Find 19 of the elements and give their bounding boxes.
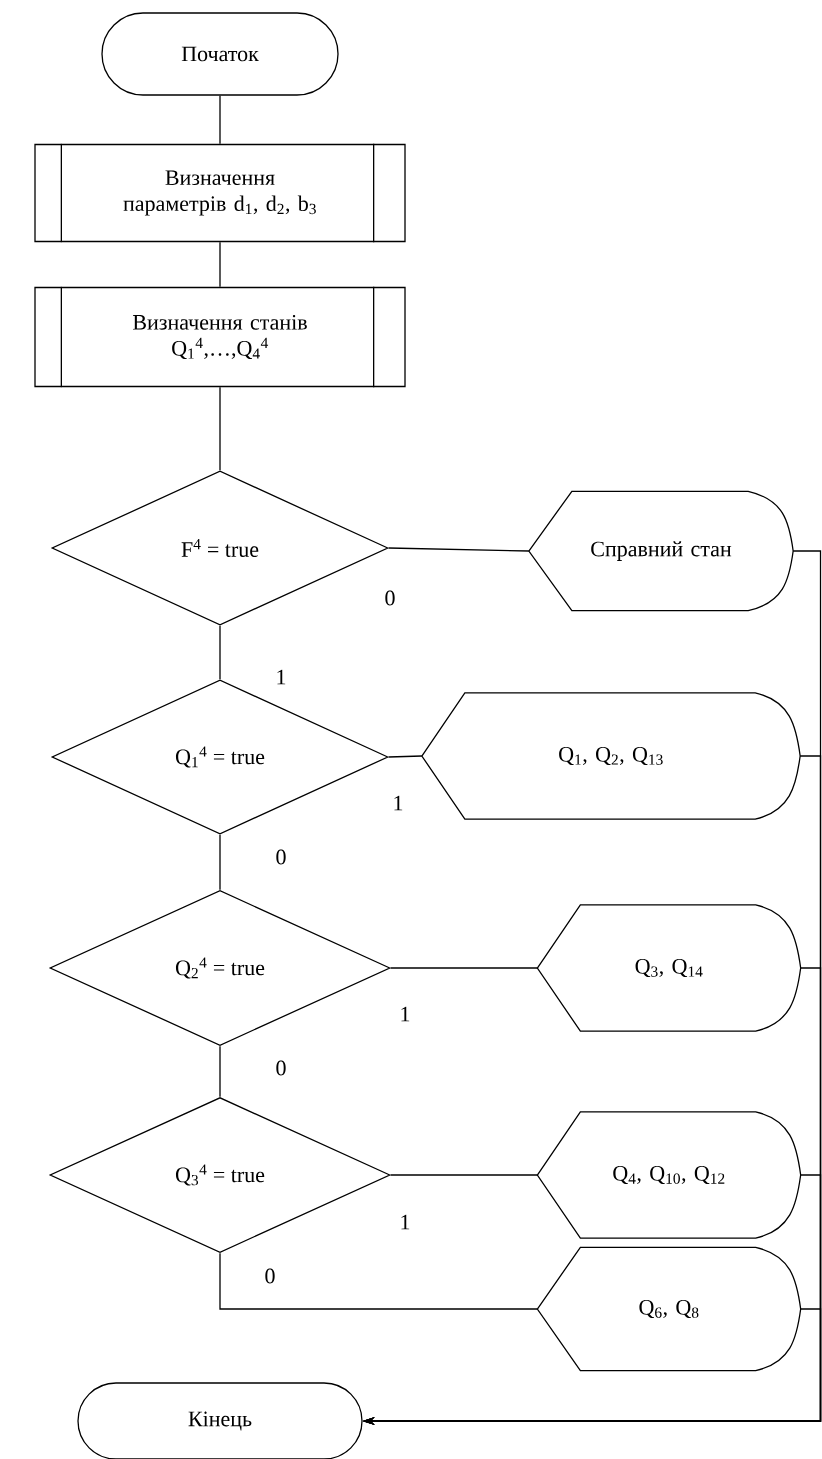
connector-line [219, 625, 221, 680]
edge-label: 0 [274, 1059, 288, 1077]
connector-line [390, 967, 538, 969]
edge-label: 0 [274, 848, 288, 866]
connector-line [388, 755, 423, 758]
edge-label: 0 [263, 1267, 277, 1285]
edge-label: 1 [391, 794, 405, 812]
predefined-process-box: Визначення станів Q$_{1}$$^{4}$,…,Q$_{4}$4 [34, 286, 406, 388]
edge-label: 1 [398, 1005, 412, 1023]
predefined-process-box: Визначення параметрів d$_{1}$, d$_{2}$, b$_{3}$ [34, 143, 406, 243]
connector-line [219, 834, 221, 891]
connector-line [219, 1045, 221, 1098]
connector-line [219, 95, 221, 145]
connector-line [388, 547, 530, 552]
connector-line [219, 386, 221, 471]
connector-line [219, 241, 221, 288]
edge-label: 1 [398, 1213, 412, 1231]
connector-line [219, 1252, 538, 1310]
connector-line [390, 1174, 538, 1176]
